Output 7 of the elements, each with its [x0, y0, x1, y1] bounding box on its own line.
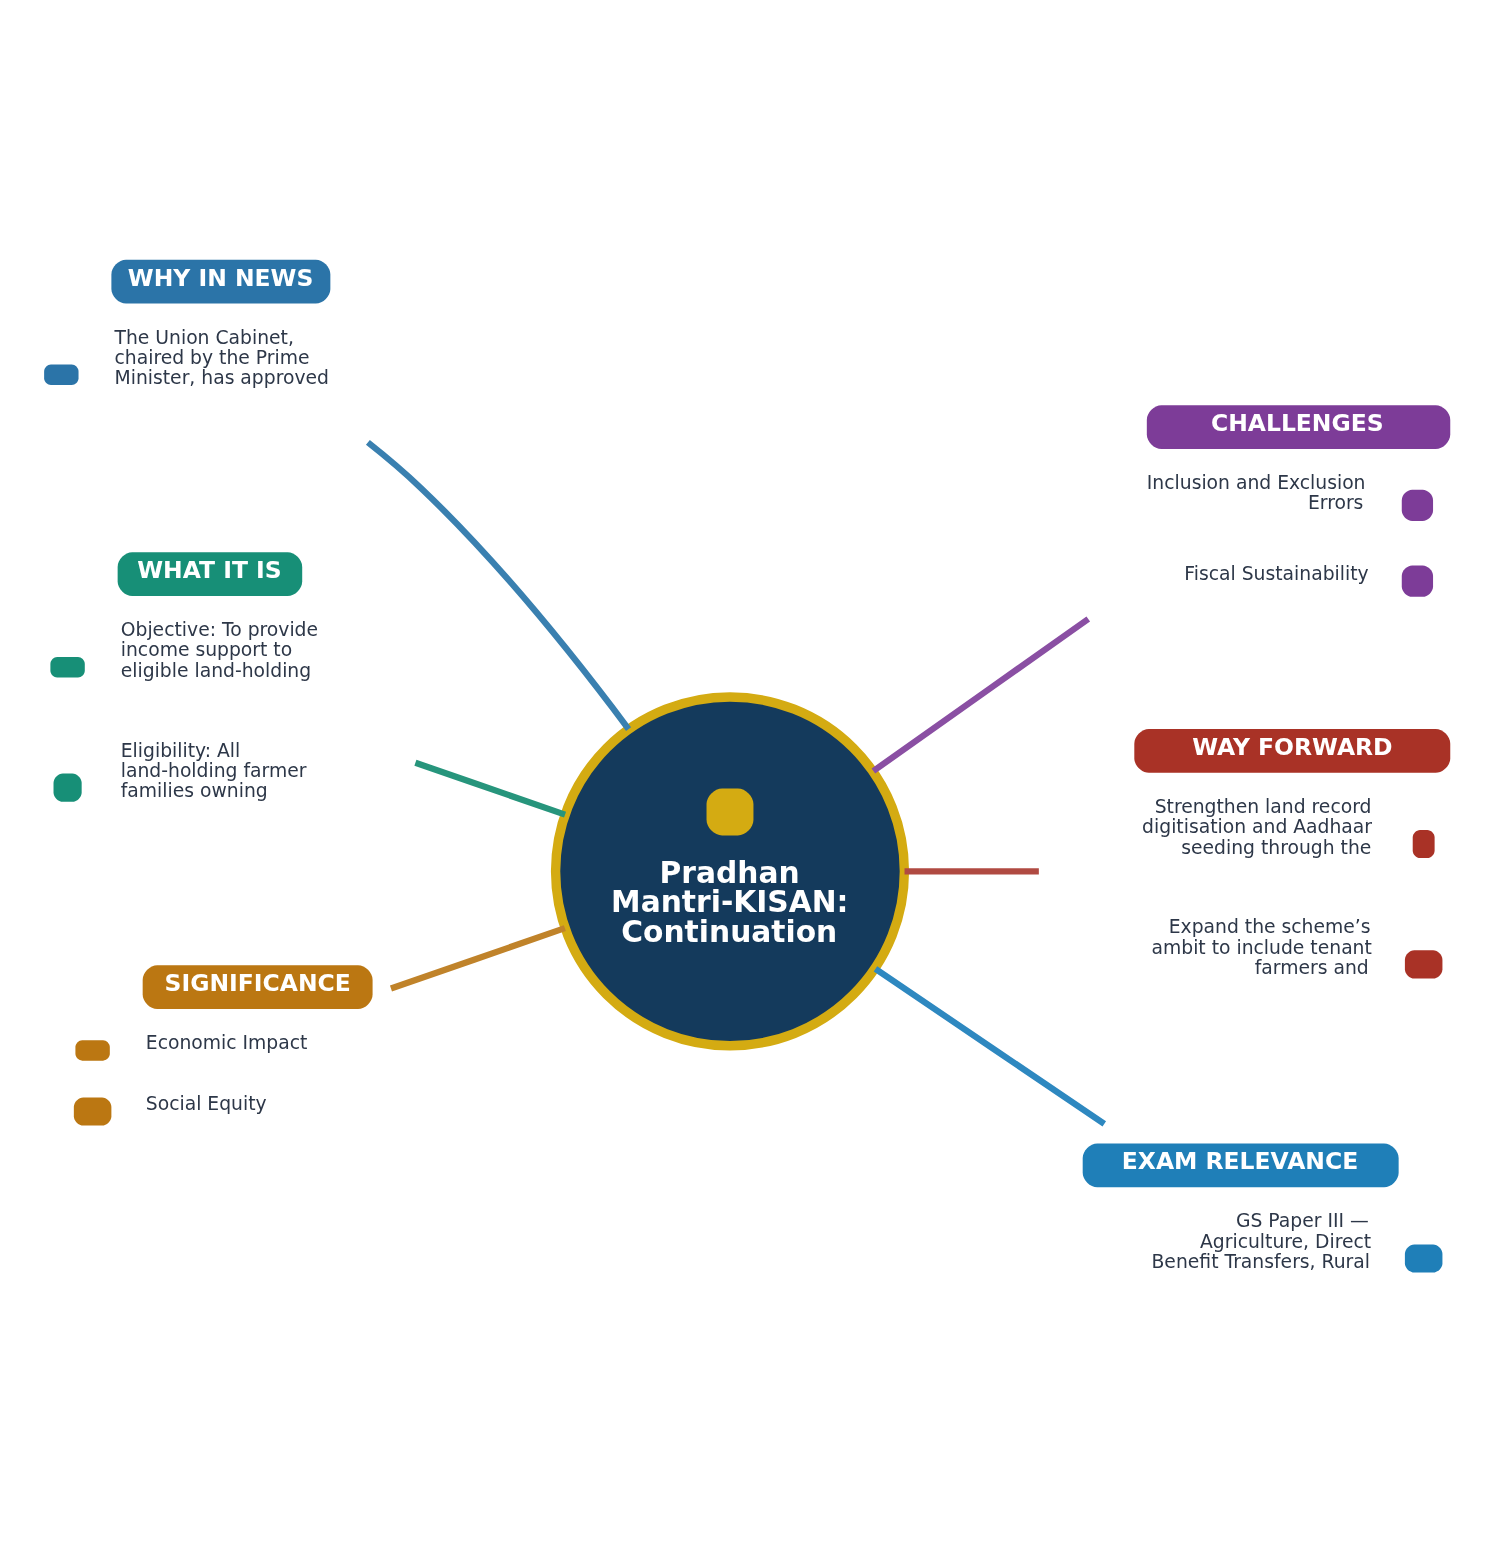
- connector: [365, 439, 632, 731]
- connector: [873, 966, 1107, 1127]
- connector: [904, 868, 1039, 875]
- connector: [389, 925, 566, 992]
- node-circle: Pradhan Mantri-KISAN: Continuation: [550, 692, 910, 1051]
- connector: [414, 759, 567, 818]
- connector: [871, 616, 1091, 774]
